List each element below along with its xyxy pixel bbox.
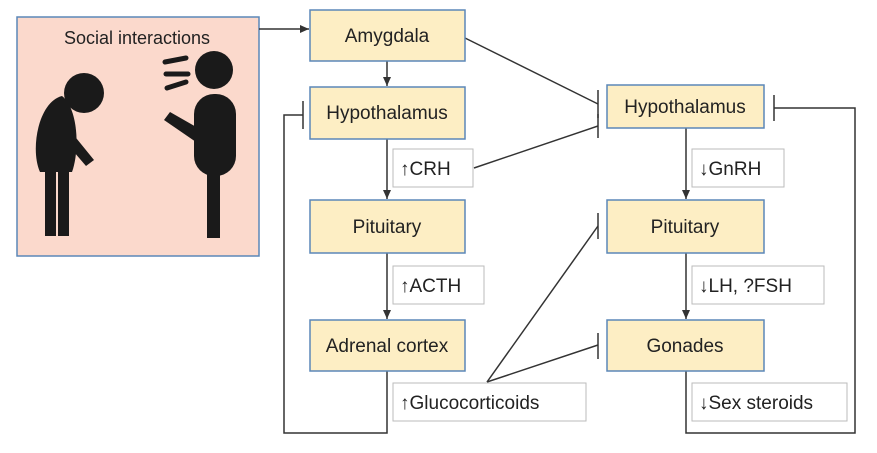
- label-glucocorticoids: ↑Glucocorticoids: [392, 382, 587, 422]
- label-glucocorticoids-text: ↑Glucocorticoids: [400, 393, 539, 414]
- inhibit-amygdala-hypothalamus-r: [464, 37, 599, 105]
- label-acth: ↑ACTH: [392, 265, 485, 305]
- bowing-person-icon: [35, 73, 104, 236]
- label-gnrh: ↓GnRH: [691, 148, 785, 188]
- label-lh-fsh-text: ↓LH, ?FSH: [699, 276, 792, 297]
- speech-lines-icon: [162, 55, 191, 91]
- inhibit-gc-pituitary-r: [486, 225, 599, 383]
- node-hypothalamus-right: Hypothalamus: [606, 84, 765, 129]
- connectors: [259, 25, 856, 434]
- label-sex-steroids-text: ↓Sex steroids: [699, 393, 813, 414]
- node-pituitary-left: Pituitary: [309, 199, 466, 254]
- talking-person-icon: [162, 51, 236, 238]
- node-amygdala-label: Amygdala: [345, 26, 430, 47]
- node-gonades: Gonades: [606, 319, 765, 372]
- node-hypothalamus-right-label: Hypothalamus: [624, 97, 745, 118]
- label-crh-text: ↑CRH: [400, 159, 451, 180]
- node-adrenal-cortex: Adrenal cortex: [309, 319, 466, 372]
- inhibit-crh-hypothalamus-r: [473, 125, 599, 169]
- panel-title: Social interactions: [64, 28, 210, 48]
- node-hypothalamus-left-label: Hypothalamus: [326, 103, 447, 124]
- node-gonades-label: Gonades: [646, 336, 723, 357]
- label-crh: ↑CRH: [392, 148, 474, 188]
- feedback-adrenal-hypothalamus: [283, 114, 388, 434]
- inhibit-gc-gonades: [486, 344, 599, 383]
- label-lh-fsh: ↓LH, ?FSH: [691, 265, 825, 305]
- social-interactions-panel: Social interactions: [16, 16, 260, 257]
- node-pituitary-right-label: Pituitary: [651, 217, 720, 238]
- feedback-gonades-hypothalamus-r: [685, 107, 856, 434]
- node-pituitary-left-label: Pituitary: [353, 217, 422, 238]
- label-acth-text: ↑ACTH: [400, 276, 461, 297]
- node-pituitary-right: Pituitary: [606, 199, 765, 254]
- label-sex-steroids: ↓Sex steroids: [691, 382, 848, 422]
- node-hypothalamus-left: Hypothalamus: [309, 86, 466, 140]
- label-gnrh-text: ↓GnRH: [699, 159, 761, 180]
- node-amygdala: Amygdala: [309, 9, 466, 62]
- node-adrenal-cortex-label: Adrenal cortex: [326, 336, 449, 357]
